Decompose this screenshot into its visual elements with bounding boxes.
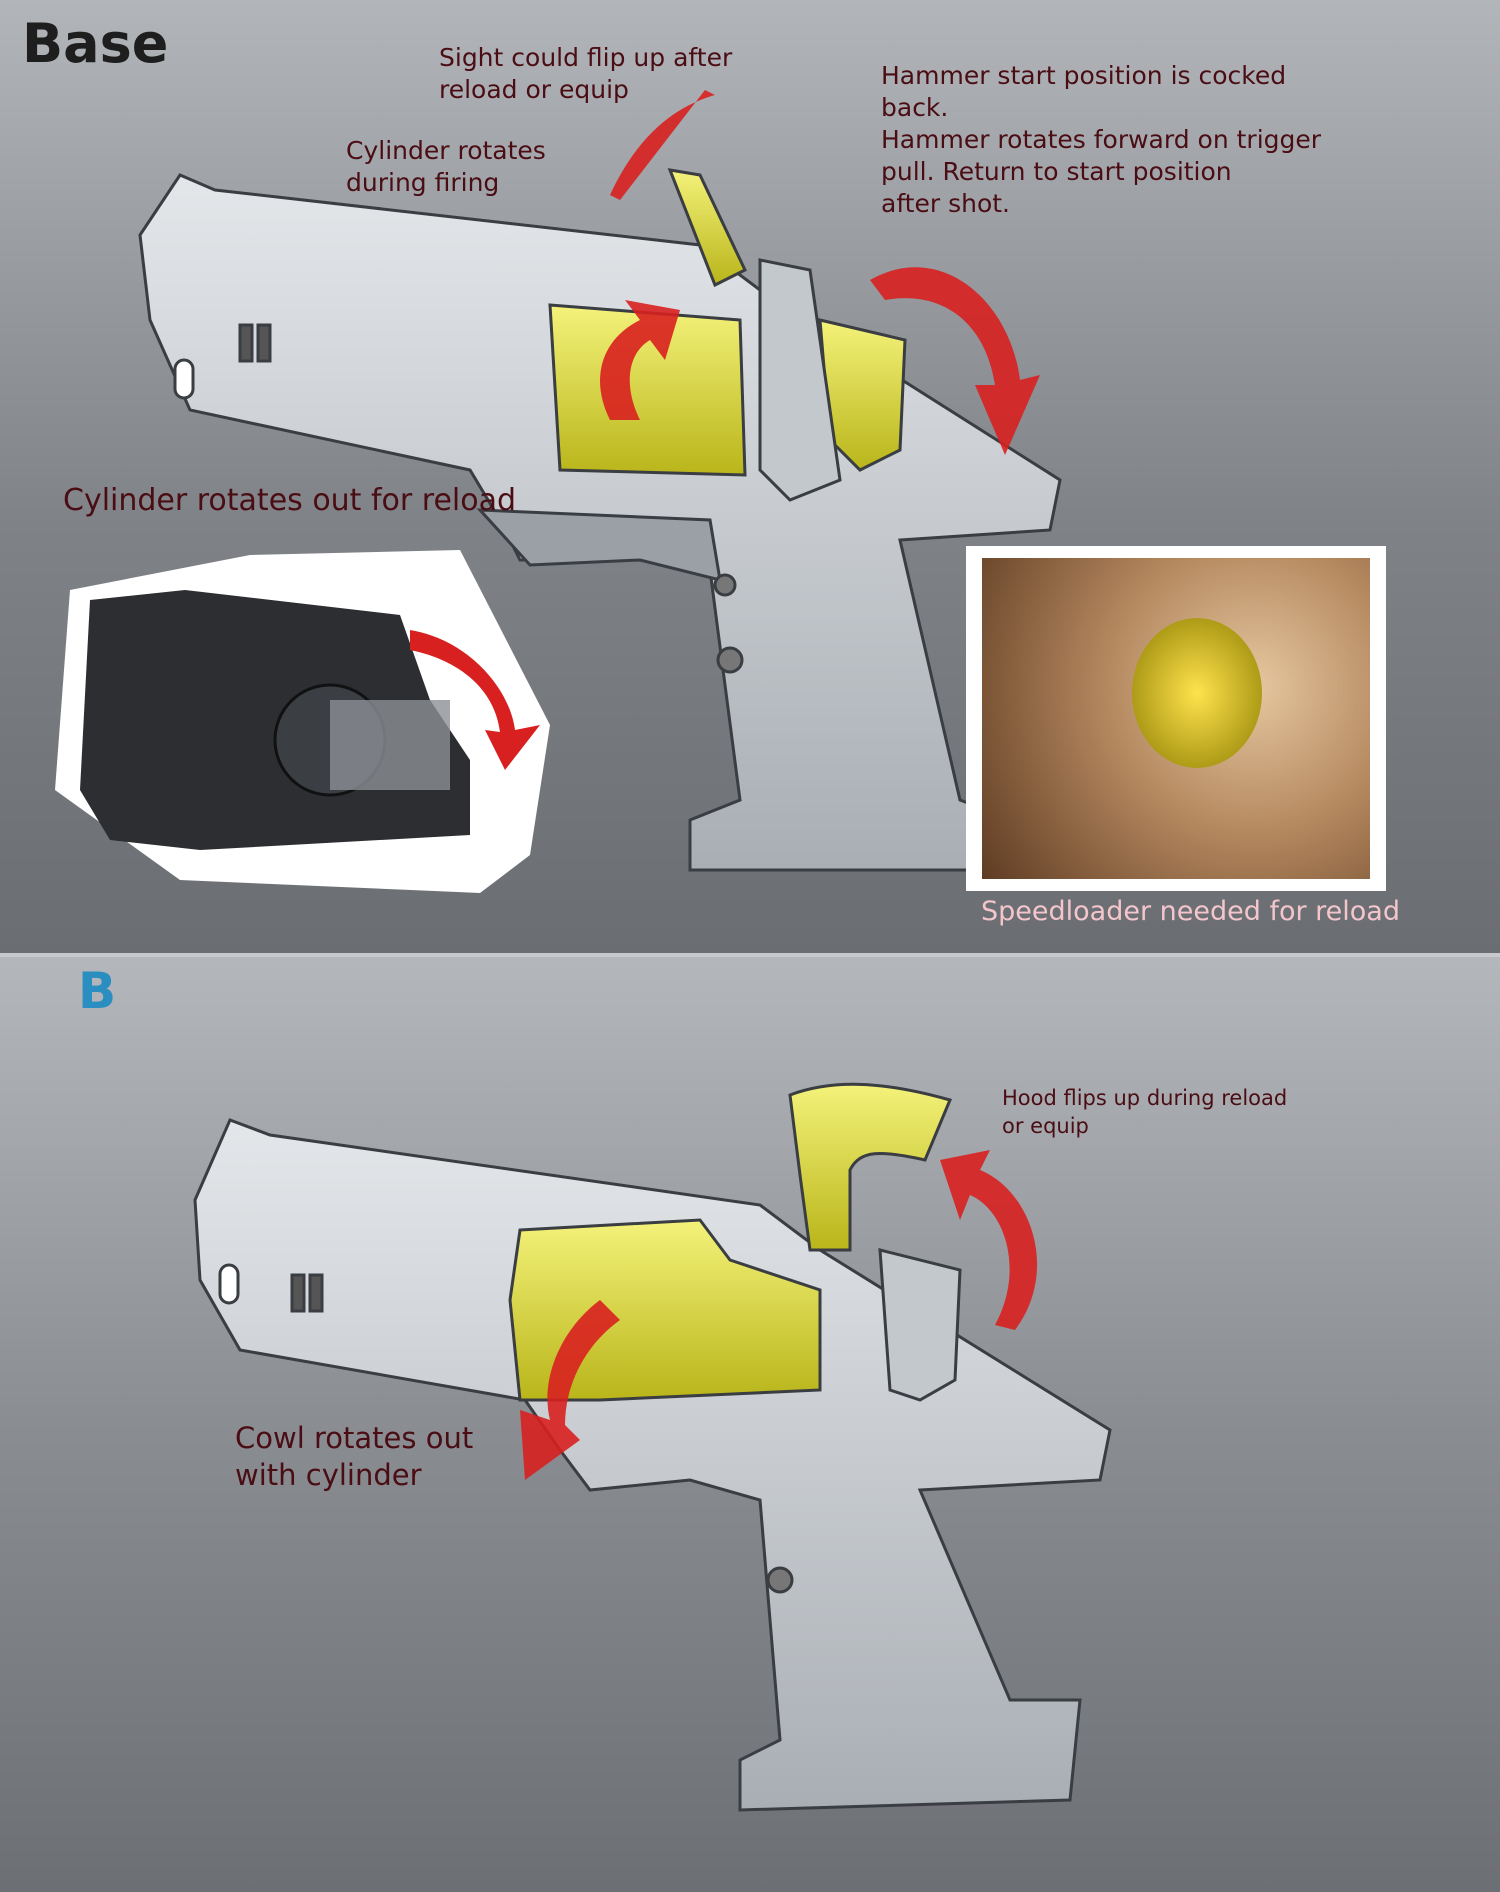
red-arrows-base [600,90,1040,455]
note-line: Hood flips up during reload [1002,1086,1288,1110]
base-title: Base [22,12,169,75]
note-line: pull. Return to start position [881,157,1232,186]
hood-note: Hood flips up during reload or equip [1002,1084,1287,1140]
speedloader-caption: Speedloader needed for reload [981,896,1400,927]
cylinder-reload-note: Cylinder rotates out for reload [63,483,517,518]
sight-note: Sight could flip up after reload or equi… [439,42,732,106]
note-line: Cylinder rotates [346,136,546,165]
variant-b-title: B [78,962,117,1020]
cylinder-reload-inset [55,550,550,893]
speedloader-image [1132,618,1262,768]
cylinder-firing-note: Cylinder rotates during firing [346,135,546,199]
note-line: Cowl rotates out [235,1421,474,1455]
note-line: with cylinder [235,1458,422,1492]
variant-b-gun-drawing [193,1082,1112,1812]
note-line: back. [881,93,949,122]
panel-divider [0,953,1500,957]
red-arrows-b [520,1150,1038,1480]
hammer-note: Hammer start position is cocked back. Ha… [881,60,1321,220]
note-line: or equip [1002,1114,1089,1138]
note-line: during firing [346,168,500,197]
note-line: after shot. [881,189,1011,218]
cowl-note: Cowl rotates out with cylinder [235,1420,473,1494]
note-line: Sight could flip up after [439,43,733,72]
speedloader-photo [966,546,1386,891]
note-line: Hammer start position is cocked [881,61,1287,90]
note-line: reload or equip [439,75,629,104]
base-gun-drawing [138,168,1062,872]
note-line: Hammer rotates forward on trigger [881,125,1322,154]
